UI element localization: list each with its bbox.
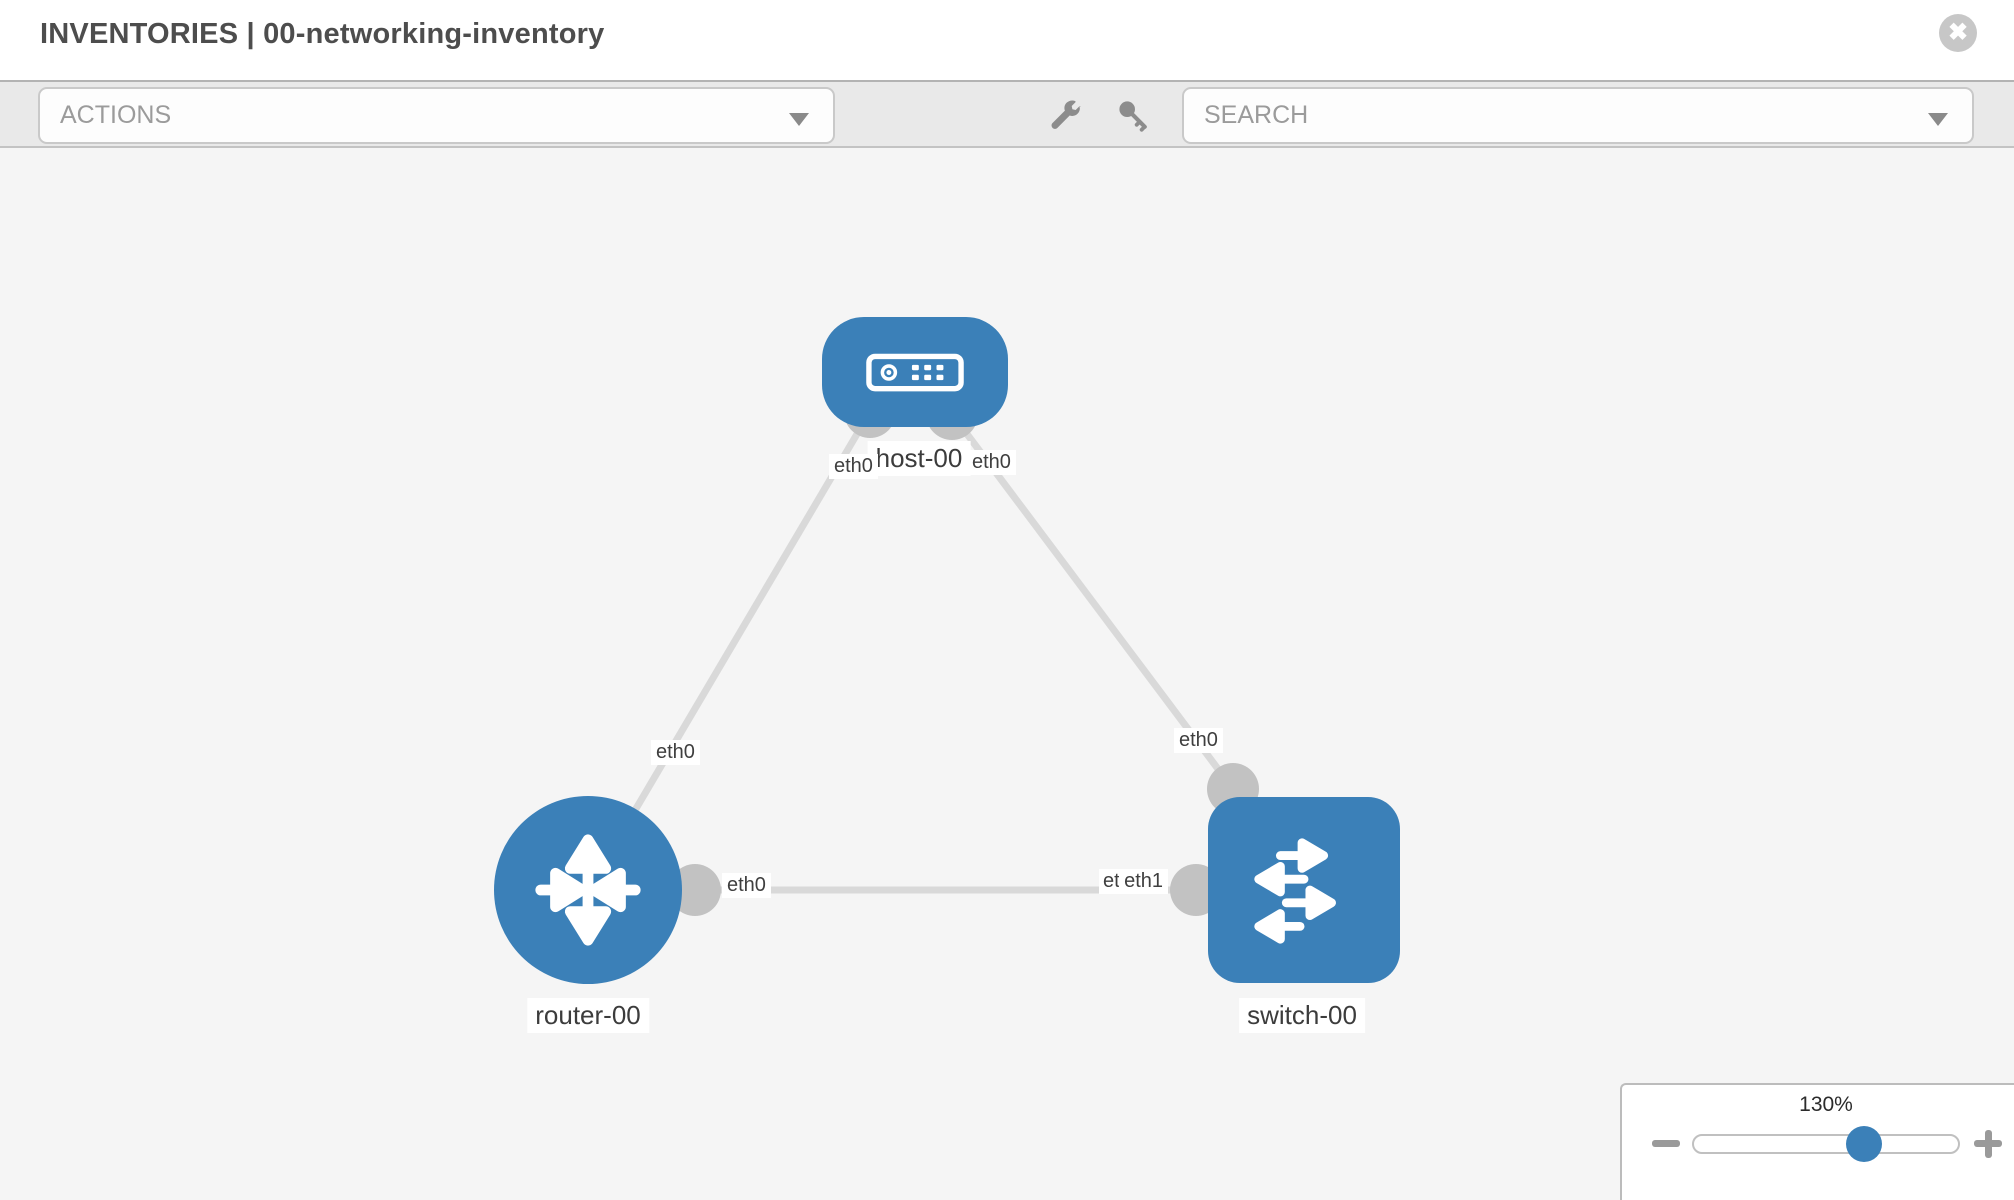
header: INVENTORIES | 00-networking-inventory ✖ [0,0,2014,80]
zoom-slider[interactable] [1692,1126,1960,1162]
chevron-down-icon [1928,113,1948,126]
node-host-00[interactable] [822,317,1008,427]
topology-canvas[interactable]: host-00 router-00 switch-00 eth0 eth0 et… [0,148,2014,1200]
iface-label-switch-eth1: eth1 [1119,869,1169,894]
router-arrows-icon [535,834,641,946]
actions-dropdown[interactable]: ACTIONS [38,87,835,144]
minus-icon [1652,1140,1680,1147]
wrench-icon [1051,100,1081,129]
iface-label-router-eth0: eth0 [722,873,771,898]
node-label-switch-00: switch-00 [1239,998,1365,1033]
zoom-in-button[interactable] [1971,1129,2005,1159]
plus-icon [1984,1129,1992,1158]
zoom-out-button[interactable] [1650,1129,1684,1159]
zoom-level-label: 130% [1799,1093,1853,1116]
node-label-host-00: host-00 [867,441,971,476]
chevron-down-icon [789,113,809,126]
search-dropdown[interactable]: SEARCH [1182,87,1974,144]
node-switch-00[interactable] [1208,797,1400,983]
x-circle-icon: ✖ [1947,19,1969,46]
iface-label-switch-eth1-overlapped: etl eth1 [1099,869,1169,894]
server-icon [866,353,964,391]
toolbar: ACTIONS SEARCH [0,80,2014,148]
credentials-button[interactable] [1115,97,1153,135]
iface-label-host-eth0-right: eth0 [967,450,1016,475]
node-label-router-00: router-00 [527,998,649,1033]
link-host-switch[interactable] [949,411,1236,792]
topology-links-layer [584,386,1259,916]
page-title: INVENTORIES | 00-networking-inventory [40,18,605,50]
key-icon [1119,101,1147,132]
zoom-panel: 130% [1620,1083,2014,1200]
configure-tools-button[interactable] [1047,97,1085,135]
iface-label-router-eth0-uplink: eth0 [651,740,700,765]
iface-label-host-eth0-left: eth0 [829,454,878,479]
close-button[interactable]: ✖ [1939,14,1977,52]
actions-dropdown-label: ACTIONS [60,101,172,129]
switch-arrows-icon [1254,838,1336,944]
interface-endpoint[interactable] [669,864,721,916]
zoom-slider-thumb[interactable] [1846,1126,1882,1162]
node-router-00[interactable] [494,796,682,984]
search-dropdown-label: SEARCH [1204,101,1309,129]
iface-label-switch-eth0: eth0 [1174,728,1223,753]
